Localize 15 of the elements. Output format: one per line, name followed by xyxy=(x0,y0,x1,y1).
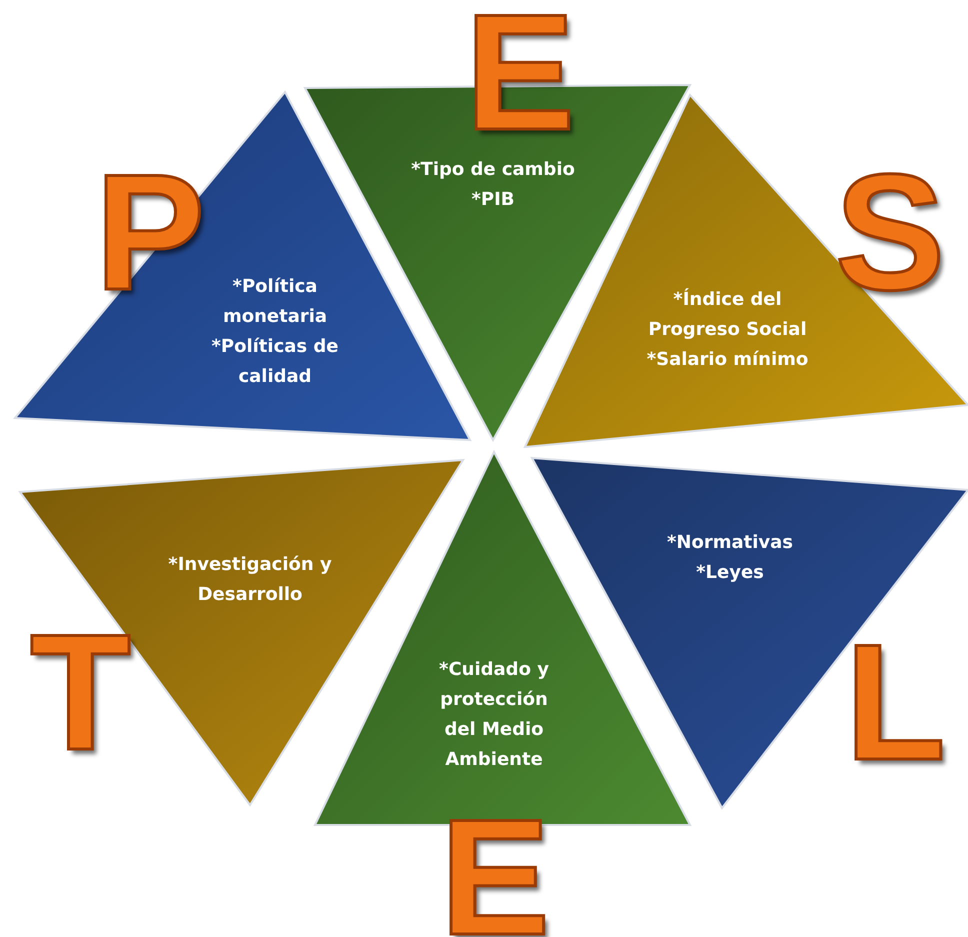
bullet-text: *Salario mínimo xyxy=(646,348,810,372)
category-letter: S xyxy=(835,150,946,315)
bullet-text: *Tipo de cambio xyxy=(410,158,576,182)
bullet-text: *PIB xyxy=(470,188,516,212)
category-letter: L xyxy=(845,620,946,785)
bullet-text: *Índice del Progreso Social xyxy=(647,287,808,342)
category-letter: T xyxy=(30,610,131,775)
bullet-text: *Investigación y Desarrollo xyxy=(167,553,333,607)
triangle-segment xyxy=(15,92,470,440)
category-letter: E xyxy=(440,795,550,937)
bullet-text: *Normativas xyxy=(666,531,794,555)
bullet-text: *Cuidado y protección del Medio Ambiente xyxy=(438,658,550,772)
bullet-text: *Leyes xyxy=(695,561,765,585)
bullet-text: *Política monetaria xyxy=(222,275,328,329)
bullet-text: *Políticas de calidad xyxy=(210,335,340,389)
